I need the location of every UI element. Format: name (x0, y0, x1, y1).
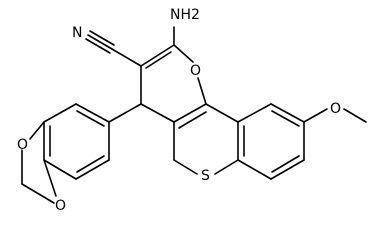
bond-c5-s (173, 159, 198, 175)
atom-labels: NH2 N O O S O O (17, 7, 341, 214)
bond-c4a-c10b-double (178, 111, 207, 129)
bond-cn-triple-1 (87, 34, 113, 50)
atom-nitrile-n: N (72, 25, 82, 41)
bond-ar5-ar6-double (76, 155, 105, 173)
bond-ch2-o (21, 183, 55, 204)
bond-c8-o (303, 108, 328, 123)
bond-cn-triple-3 (85, 38, 111, 54)
bond-cn-triple-2 (89, 30, 115, 46)
bond-c2-c3 (140, 44, 175, 67)
bond-c2-o1 (173, 44, 194, 63)
bond-ar1-ar2 (75, 103, 110, 123)
bond-ar4-ar5 (43, 159, 77, 180)
bonds (21, 26, 367, 204)
atom-ring-o: O (190, 63, 201, 79)
atom-methoxy-o: O (330, 101, 341, 117)
bond-c6-c7-double (271, 155, 300, 173)
bond-c8-c9-double (271, 110, 300, 127)
bond-c8-c9 (270, 103, 305, 123)
atom-thio-s: S (201, 168, 210, 184)
bond-ar2-ar3 (43, 103, 77, 123)
bond-c6-c7 (270, 159, 305, 180)
atom-dioxole-o2: O (55, 198, 66, 214)
bond-c4-aryl (108, 103, 142, 123)
bond-o1-c10b (197, 77, 207, 105)
bond-c4-c4a (140, 103, 175, 123)
bond-c9-c10a (237, 103, 272, 123)
bond-ar3-o (29, 121, 45, 140)
bond-c3-cn (111, 48, 142, 67)
bond-o-ch3 (343, 108, 367, 123)
bond-c10a-c10b (205, 103, 239, 123)
bond-ar4-o (43, 159, 57, 197)
atom-amino: NH2 (170, 7, 200, 23)
bond-ar1-ar2-double (76, 110, 105, 127)
bond-c2-c3-double (145, 51, 172, 69)
bond-c4a-c10b (173, 103, 207, 123)
bond-s-c5a (214, 159, 239, 175)
atom-dioxole-o1: O (17, 137, 28, 153)
bond-c5a-c6 (237, 159, 272, 180)
bond-ar5-ar6 (75, 159, 110, 180)
